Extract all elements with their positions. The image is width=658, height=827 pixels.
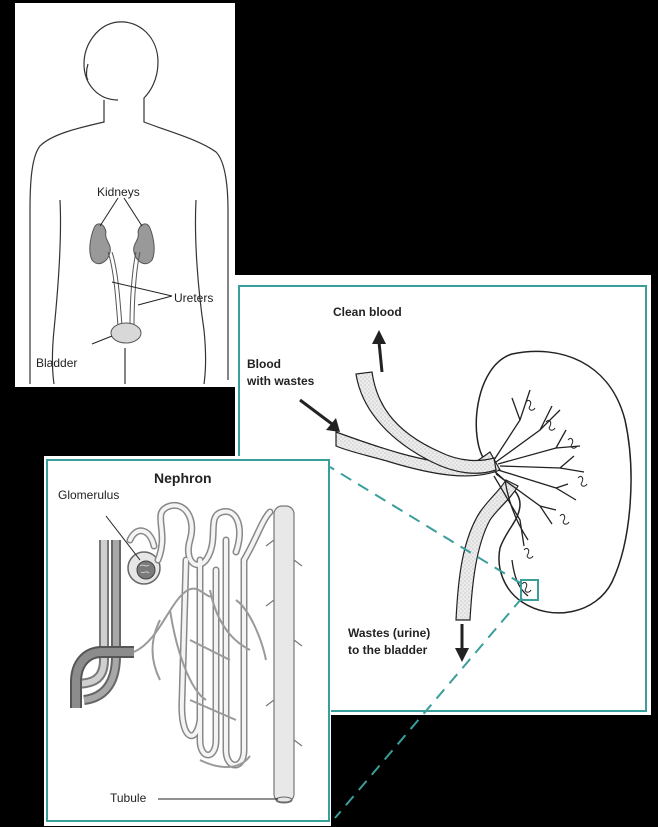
- body-leader-lines: [92, 198, 172, 344]
- wastes-urine-label: Wastes (urine) to the bladder: [348, 625, 430, 659]
- ureters-label: Ureters: [174, 291, 213, 305]
- ureters-illustration: [108, 252, 140, 326]
- wastes-urine-line-1: Wastes (urine): [348, 625, 430, 642]
- nephron-title: Nephron: [154, 470, 212, 486]
- blood-with-wastes-line-2: with wastes: [247, 373, 314, 390]
- blood-with-wastes-line-1: Blood: [247, 356, 314, 373]
- kidneys-label: Kidneys: [97, 185, 140, 199]
- glomerulus-label: Glomerulus: [58, 488, 119, 502]
- kidney-arrows: [300, 330, 469, 662]
- nephron-tubules: [130, 505, 270, 765]
- collecting-duct: [266, 506, 302, 803]
- wastes-urine-line-2: to the bladder: [348, 642, 430, 659]
- tubule-label: Tubule: [110, 791, 146, 805]
- bladder-illustration: [111, 323, 141, 343]
- clean-blood-label: Clean blood: [333, 304, 402, 321]
- kidney-cross-section: [476, 351, 631, 613]
- kidney-branches: [494, 390, 584, 596]
- bladder-label: Bladder: [36, 356, 77, 370]
- nephron-vessels: [74, 540, 134, 708]
- kidneys-illustration: [90, 224, 154, 264]
- renal-vessels: [336, 372, 518, 620]
- blood-with-wastes-label: Blood with wastes: [247, 356, 314, 390]
- kidney-glomeruli: [522, 400, 587, 592]
- glomerulus-illustration: [128, 552, 160, 584]
